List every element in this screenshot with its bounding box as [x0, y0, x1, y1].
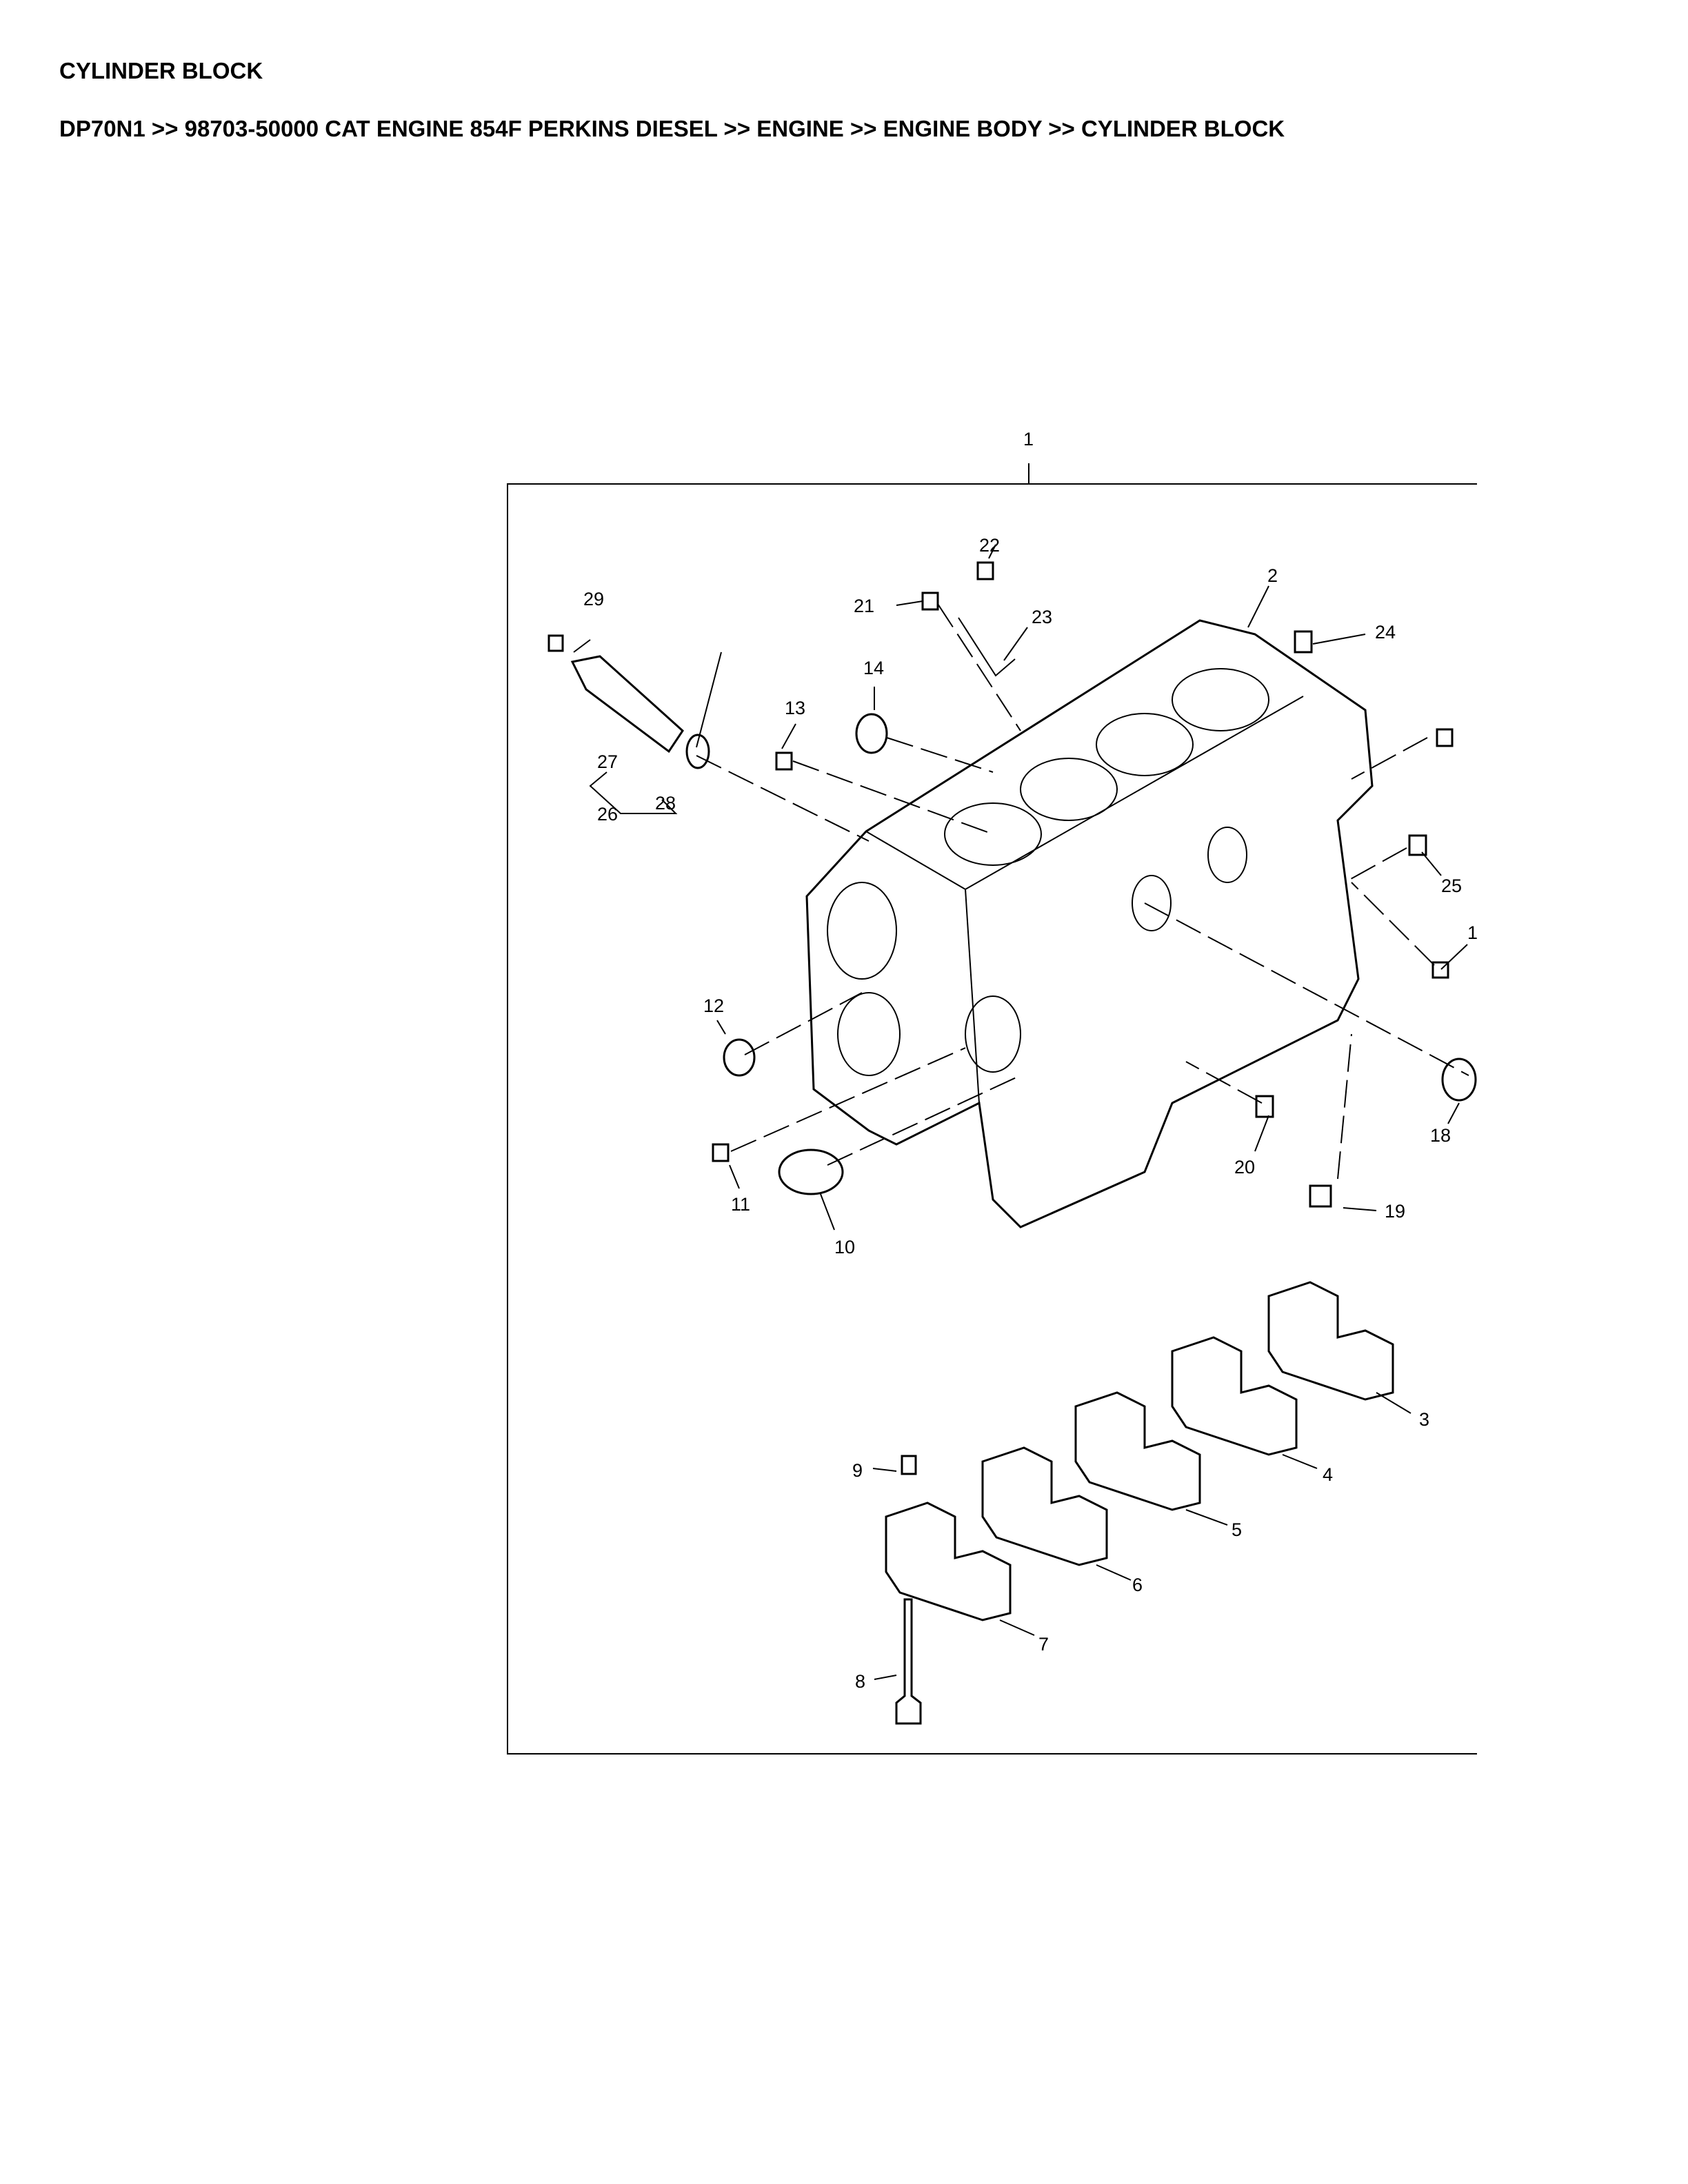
callout-11: 11 — [731, 1194, 750, 1215]
callout-labels: 1 2 3 4 5 6 7 8 9 10 11 12 13 14 18 19 2… — [583, 429, 1478, 1692]
callout-21: 21 — [854, 596, 874, 616]
callout-13: 13 — [785, 698, 805, 718]
callout-18: 18 — [1430, 1125, 1451, 1146]
small-parts — [547, 561, 1477, 1208]
callout-9: 9 — [852, 1460, 863, 1481]
callout-29: 29 — [583, 589, 604, 609]
callout-22: 22 — [979, 535, 1000, 556]
callout-7: 7 — [1038, 1634, 1049, 1655]
callout-25: 25 — [1441, 876, 1462, 896]
callout-4: 4 — [1323, 1464, 1333, 1485]
callout-14: 14 — [863, 658, 884, 678]
callout-28: 28 — [655, 793, 676, 813]
callout-1-partial: 1 — [1467, 922, 1478, 943]
main-bearing-caps — [885, 1281, 1394, 1725]
callout-6: 6 — [1132, 1575, 1143, 1595]
breadcrumb: DP70N1 >> 98703-50000 CAT ENGINE 854F PE… — [59, 116, 1285, 141]
callout-2: 2 — [1267, 565, 1278, 586]
callout-23: 23 — [1032, 607, 1052, 627]
callout-24: 24 — [1375, 622, 1396, 643]
cylinder-block — [805, 619, 1374, 1228]
callout-5: 5 — [1232, 1519, 1242, 1540]
callout-12: 12 — [703, 995, 724, 1016]
callout-20: 20 — [1234, 1157, 1255, 1177]
callout-3: 3 — [1419, 1409, 1429, 1430]
callout-27: 27 — [597, 751, 618, 772]
callout-19: 19 — [1385, 1201, 1405, 1222]
callout-8: 8 — [855, 1671, 865, 1692]
callout-10: 10 — [834, 1237, 855, 1257]
callout-1: 1 — [1023, 429, 1034, 449]
callout-26: 26 — [597, 804, 618, 825]
diagram-frame — [507, 483, 1477, 1755]
page-title: CYLINDER BLOCK — [59, 58, 263, 83]
